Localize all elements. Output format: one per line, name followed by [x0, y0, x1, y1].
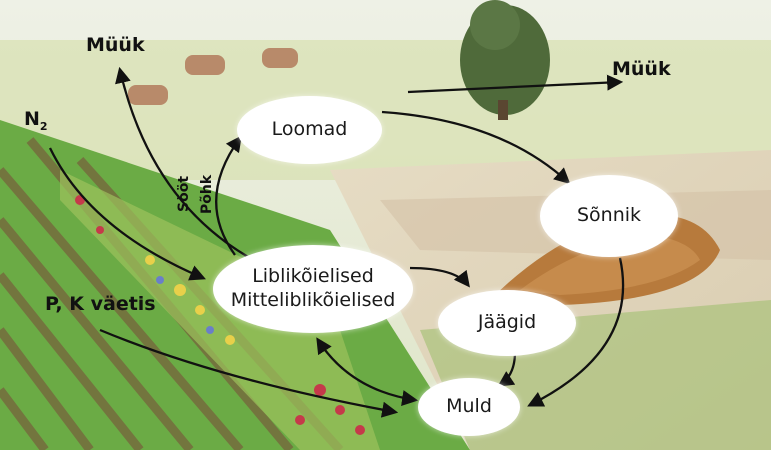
node-sonnik: Sõnnik — [540, 175, 678, 257]
label-straw: Põhk — [199, 175, 215, 214]
label-muuk-left: Müük — [86, 34, 145, 56]
label-n2-letter: N — [24, 108, 40, 130]
node-loomad-label: Loomad — [272, 118, 348, 142]
node-mitteliblikoielised-label: Mitteliblikõielised — [231, 289, 396, 313]
label-n2: N2 — [24, 108, 48, 133]
node-loomad: Loomad — [237, 96, 382, 164]
label-muuk-right: Müük — [612, 58, 671, 80]
label-feed: Sööt — [176, 176, 192, 212]
node-jaagid: Jäägid — [438, 290, 576, 356]
node-jaagid-label: Jäägid — [478, 311, 536, 335]
node-liblikoielised-label: Liblikõielised — [252, 265, 374, 289]
label-n2-subscript: 2 — [40, 120, 48, 133]
node-muld-label: Muld — [446, 395, 492, 419]
node-sonnik-label: Sõnnik — [577, 204, 641, 228]
label-fertilizer: P, K väetis — [45, 293, 156, 315]
node-muld: Muld — [418, 378, 520, 436]
node-plants: Liblikõielised Mitteliblikõielised — [213, 245, 413, 333]
